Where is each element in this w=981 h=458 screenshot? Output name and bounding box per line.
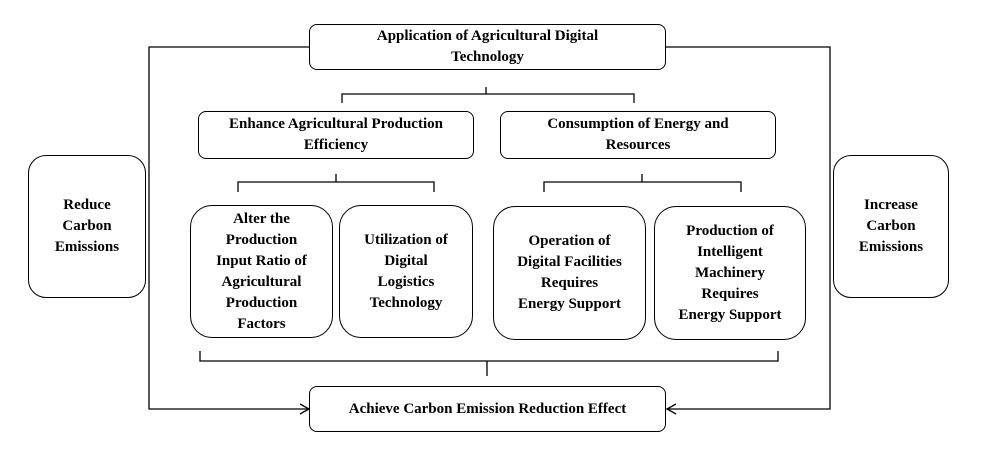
- leaf-box-input-ratio: Alter the Production Input Ratio of Agri…: [190, 205, 333, 338]
- left-loop-line: [148, 46, 311, 415]
- branch-efficiency-label: Enhance Agricultural Production Efficien…: [229, 116, 443, 153]
- leaf-logistics-label: Utilization of Digital Logistics Technol…: [364, 231, 448, 311]
- leaf-digital-facilities-label: Operation of Digital Facilities Requires…: [517, 233, 622, 312]
- right-branch-brace: [543, 174, 742, 192]
- leaf-box-digital-facilities: Operation of Digital Facilities Requires…: [493, 206, 646, 340]
- leaf-box-intelligent-machinery: Production of Intelligent Machinery Requ…: [654, 206, 806, 340]
- leaf-intelligent-machinery-label: Production of Intelligent Machinery Requ…: [678, 222, 782, 323]
- branch-box-energy: Consumption of Energy and Resources: [500, 111, 776, 159]
- bottom-brace: [199, 351, 779, 376]
- left-branch-brace: [237, 174, 435, 192]
- side-reduce-label: Reduce Carbon Emissions: [54, 197, 120, 255]
- top-box-application: Application of Agricultural Digital Tech…: [309, 24, 666, 70]
- leaf-input-ratio-label: Alter the Production Input Ratio of Agri…: [216, 210, 307, 332]
- top-box-label: Application of Agricultural Digital Tech…: [376, 28, 599, 65]
- branch-energy-label: Consumption of Energy and Resources: [547, 116, 729, 153]
- branch-box-efficiency: Enhance Agricultural Production Efficien…: [198, 111, 474, 159]
- bottom-box-reduction-effect: Achieve Carbon Emission Reduction Effect: [309, 386, 666, 432]
- right-loop-line: [665, 46, 831, 415]
- leaf-box-logistics: Utilization of Digital Logistics Technol…: [339, 205, 473, 338]
- side-box-reduce-emissions: Reduce Carbon Emissions: [28, 155, 146, 298]
- top-brace: [341, 87, 635, 103]
- bottom-box-label: Achieve Carbon Emission Reduction Effect: [348, 400, 627, 417]
- side-box-increase-emissions: Increase Carbon Emissions: [833, 155, 949, 298]
- side-increase-label: Increase Carbon Emissions: [858, 197, 924, 255]
